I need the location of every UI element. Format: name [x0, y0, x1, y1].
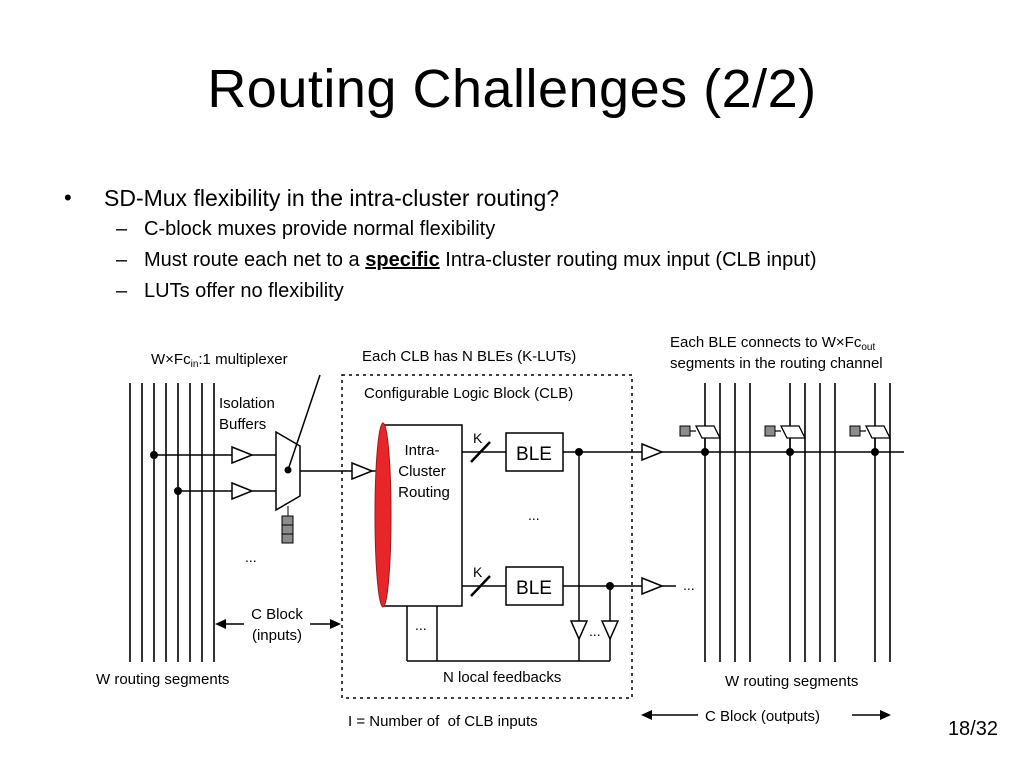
junction-dot: [174, 487, 182, 495]
subbullet-dash: –: [116, 280, 128, 302]
feedback-buffer-icon: [569, 620, 589, 641]
clb-boundary: [341, 374, 633, 699]
bus-slash: [470, 575, 491, 597]
subbullet-item: – C-block muxes provide normal flexibili…: [64, 214, 1004, 245]
ellipsis: ...: [245, 549, 257, 565]
clb-input-buffer-icon: [351, 461, 375, 481]
intra-routing-label: Cluster: [398, 463, 446, 480]
clb-inputs-label: I = Number of of CLB inputs: [348, 713, 538, 730]
intra-routing-label: Routing: [398, 484, 450, 501]
bus-slash: [470, 441, 491, 463]
ble-box: [505, 432, 564, 472]
subbullet-text-pre: Must route each net to a: [144, 249, 366, 271]
mux-label: W×Fcin:1 multiplexer: [151, 351, 288, 370]
left-routing-wires: [129, 383, 215, 662]
ble-box: [505, 566, 564, 606]
clb-label: Configurable Logic Block (CLB): [364, 385, 573, 402]
cblock-in-label: (inputs): [252, 627, 302, 644]
subbullet-text-post: Intra-cluster routing mux input (CLB inp…: [439, 249, 817, 271]
cblock-in-label: C Block: [251, 606, 303, 623]
bullet-item: • SD-Mux flexibility in the intra-cluste…: [64, 182, 1004, 214]
subbullet-item: – Must route each net to a specific Intr…: [64, 245, 1004, 276]
ellipsis: ...: [683, 577, 695, 593]
subbullet-text: LUTs offer no flexibility: [144, 280, 344, 302]
junction-dot: [150, 451, 158, 459]
subbullet-dash: –: [116, 249, 128, 271]
subbullet-text: C-block muxes provide normal flexibility: [144, 218, 496, 240]
ble-label: BLE: [516, 578, 552, 599]
isolation-label: Isolation: [219, 395, 275, 412]
output-switch-icon: [679, 425, 722, 452]
local-feedbacks-label: N local feedbacks: [443, 669, 561, 686]
cblock-out-label: C Block (outputs): [705, 708, 820, 725]
highlighted-mux-inputs: [374, 422, 392, 608]
output-switch-icon: [849, 425, 892, 452]
k-label: K: [473, 564, 483, 580]
mux-pointer-line: [287, 374, 321, 471]
feedback-buffer-icon: [600, 620, 620, 641]
ble-connect-label: segments in the routing channel: [670, 355, 883, 372]
ble-connect-label: Each BLE connects to W×Fcout: [670, 334, 875, 353]
clb-count-label: Each CLB has N BLEs (K-LUTs): [362, 348, 576, 365]
isolation-label: Buffers: [219, 416, 266, 433]
output-switch-icon: [764, 425, 807, 452]
bullet-dot: •: [64, 185, 72, 210]
output-buffer-icon: [641, 442, 665, 462]
config-bits-icon: [281, 506, 294, 544]
output-buffer-icon: [641, 576, 665, 596]
ellipsis: ...: [528, 507, 540, 523]
slide-title: Routing Challenges (2/2): [207, 59, 817, 119]
bullet-text: SD-Mux flexibility in the intra-cluster …: [104, 185, 560, 211]
w-routing-left-label: W routing segments: [96, 671, 229, 688]
subbullet-dash: –: [116, 218, 128, 240]
page-number: 18/32: [947, 718, 998, 740]
intra-routing-label: Intra-: [404, 442, 439, 459]
ble-label: BLE: [516, 444, 552, 465]
ellipsis: ...: [589, 623, 601, 639]
isolation-buffer-icon: [231, 445, 255, 465]
subbullet-item: – LUTs offer no flexibility: [64, 276, 1004, 307]
ellipsis: ...: [415, 617, 427, 633]
isolation-buffer-icon: [231, 481, 255, 501]
w-routing-right-label: W routing segments: [725, 673, 858, 690]
right-routing-wires: [704, 383, 891, 662]
local-feedback-wires: [406, 452, 611, 662]
subbullet-emphasis: specific: [365, 249, 440, 271]
bullet-list: • SD-Mux flexibility in the intra-cluste…: [64, 182, 1004, 307]
intra-cluster-routing-box: [382, 424, 463, 607]
k-label: K: [473, 430, 483, 446]
cblock-input-connections: [154, 454, 276, 492]
